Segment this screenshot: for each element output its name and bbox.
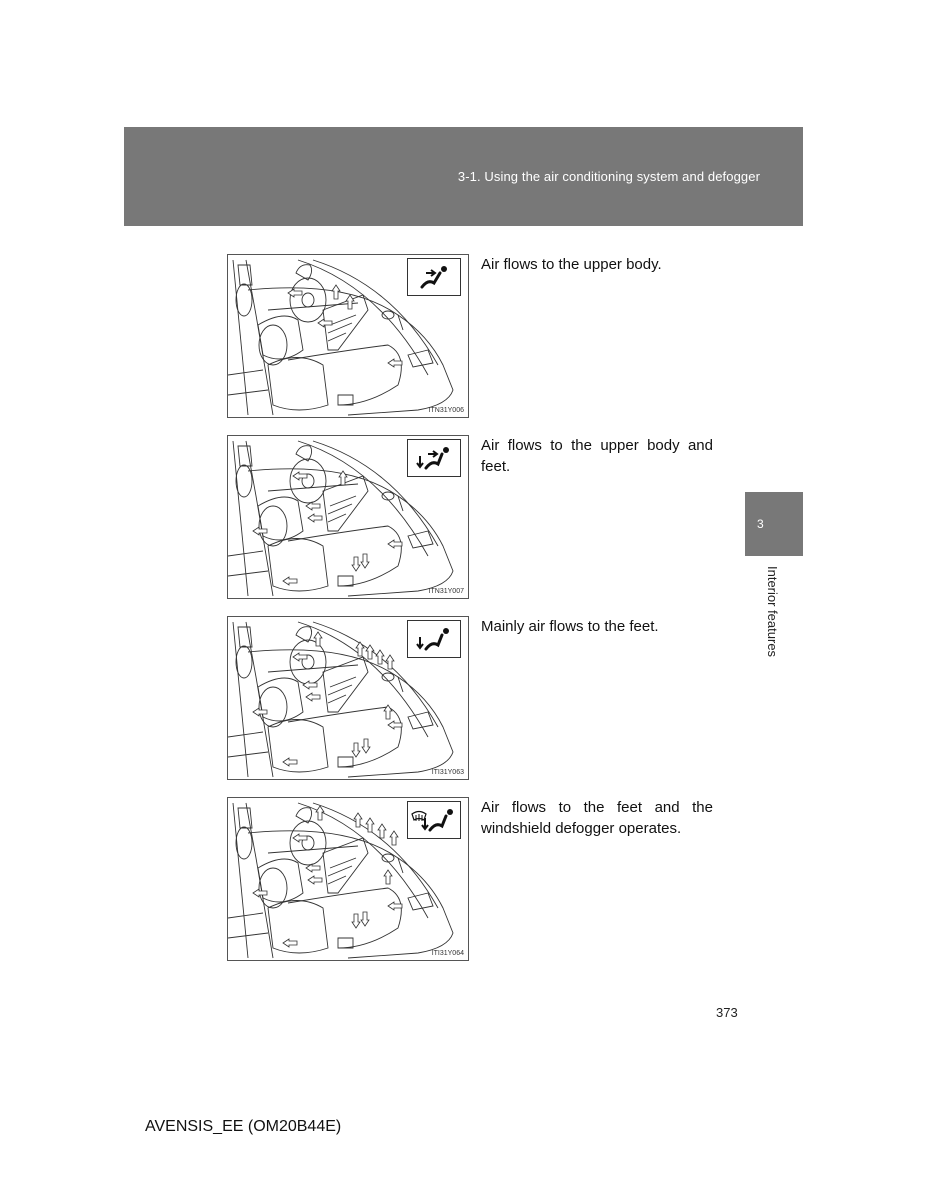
section-title: 3-1. Using the air conditioning system a… — [457, 169, 760, 184]
interior-illustration: ITN31Y006 — [227, 254, 469, 418]
interior-illustration: ITI31Y064 — [227, 797, 469, 961]
figure-code: ITN31Y007 — [428, 588, 464, 595]
model-code-footer: AVENSIS_EE (OM20B44E) — [145, 1118, 342, 1135]
foot-vent-icon — [407, 620, 461, 658]
mode-row-face: ITN31Y006 Air flows to the upper body. — [227, 254, 717, 419]
mode-row-bi-level: ITN31Y007 Air flows to the upper body an… — [227, 435, 717, 600]
mode-description: Air flows to the upper body. — [481, 256, 662, 273]
foot-defrost-icon — [407, 801, 461, 839]
page-number: 373 — [716, 1005, 738, 1020]
chapter-label: Interior features — [765, 566, 780, 658]
chapter-number: 3 — [757, 517, 764, 531]
mode-row-foot-defrost: ITI31Y064 Air flows to the feet and the … — [227, 797, 717, 962]
mode-row-foot: ITI31Y063 Mainly air flows to the feet. — [227, 616, 717, 781]
face-vent-icon — [407, 258, 461, 296]
chapter-tab: 3 — [745, 492, 803, 556]
section-header-band: 3-1. Using the air conditioning system a… — [124, 127, 803, 226]
interior-illustration: ITN31Y007 — [227, 435, 469, 599]
figure-code: ITN31Y006 — [428, 407, 464, 414]
mode-description: Air flows to the upper body and feet. — [481, 437, 713, 475]
figure-code: ITI31Y063 — [431, 769, 464, 776]
bi-level-vent-icon — [407, 439, 461, 477]
mode-description: Air flows to the feet and the windshield… — [481, 799, 713, 837]
figure-code: ITI31Y064 — [431, 950, 464, 957]
interior-illustration: ITI31Y063 — [227, 616, 469, 780]
mode-description: Mainly air flows to the feet. — [481, 618, 659, 635]
